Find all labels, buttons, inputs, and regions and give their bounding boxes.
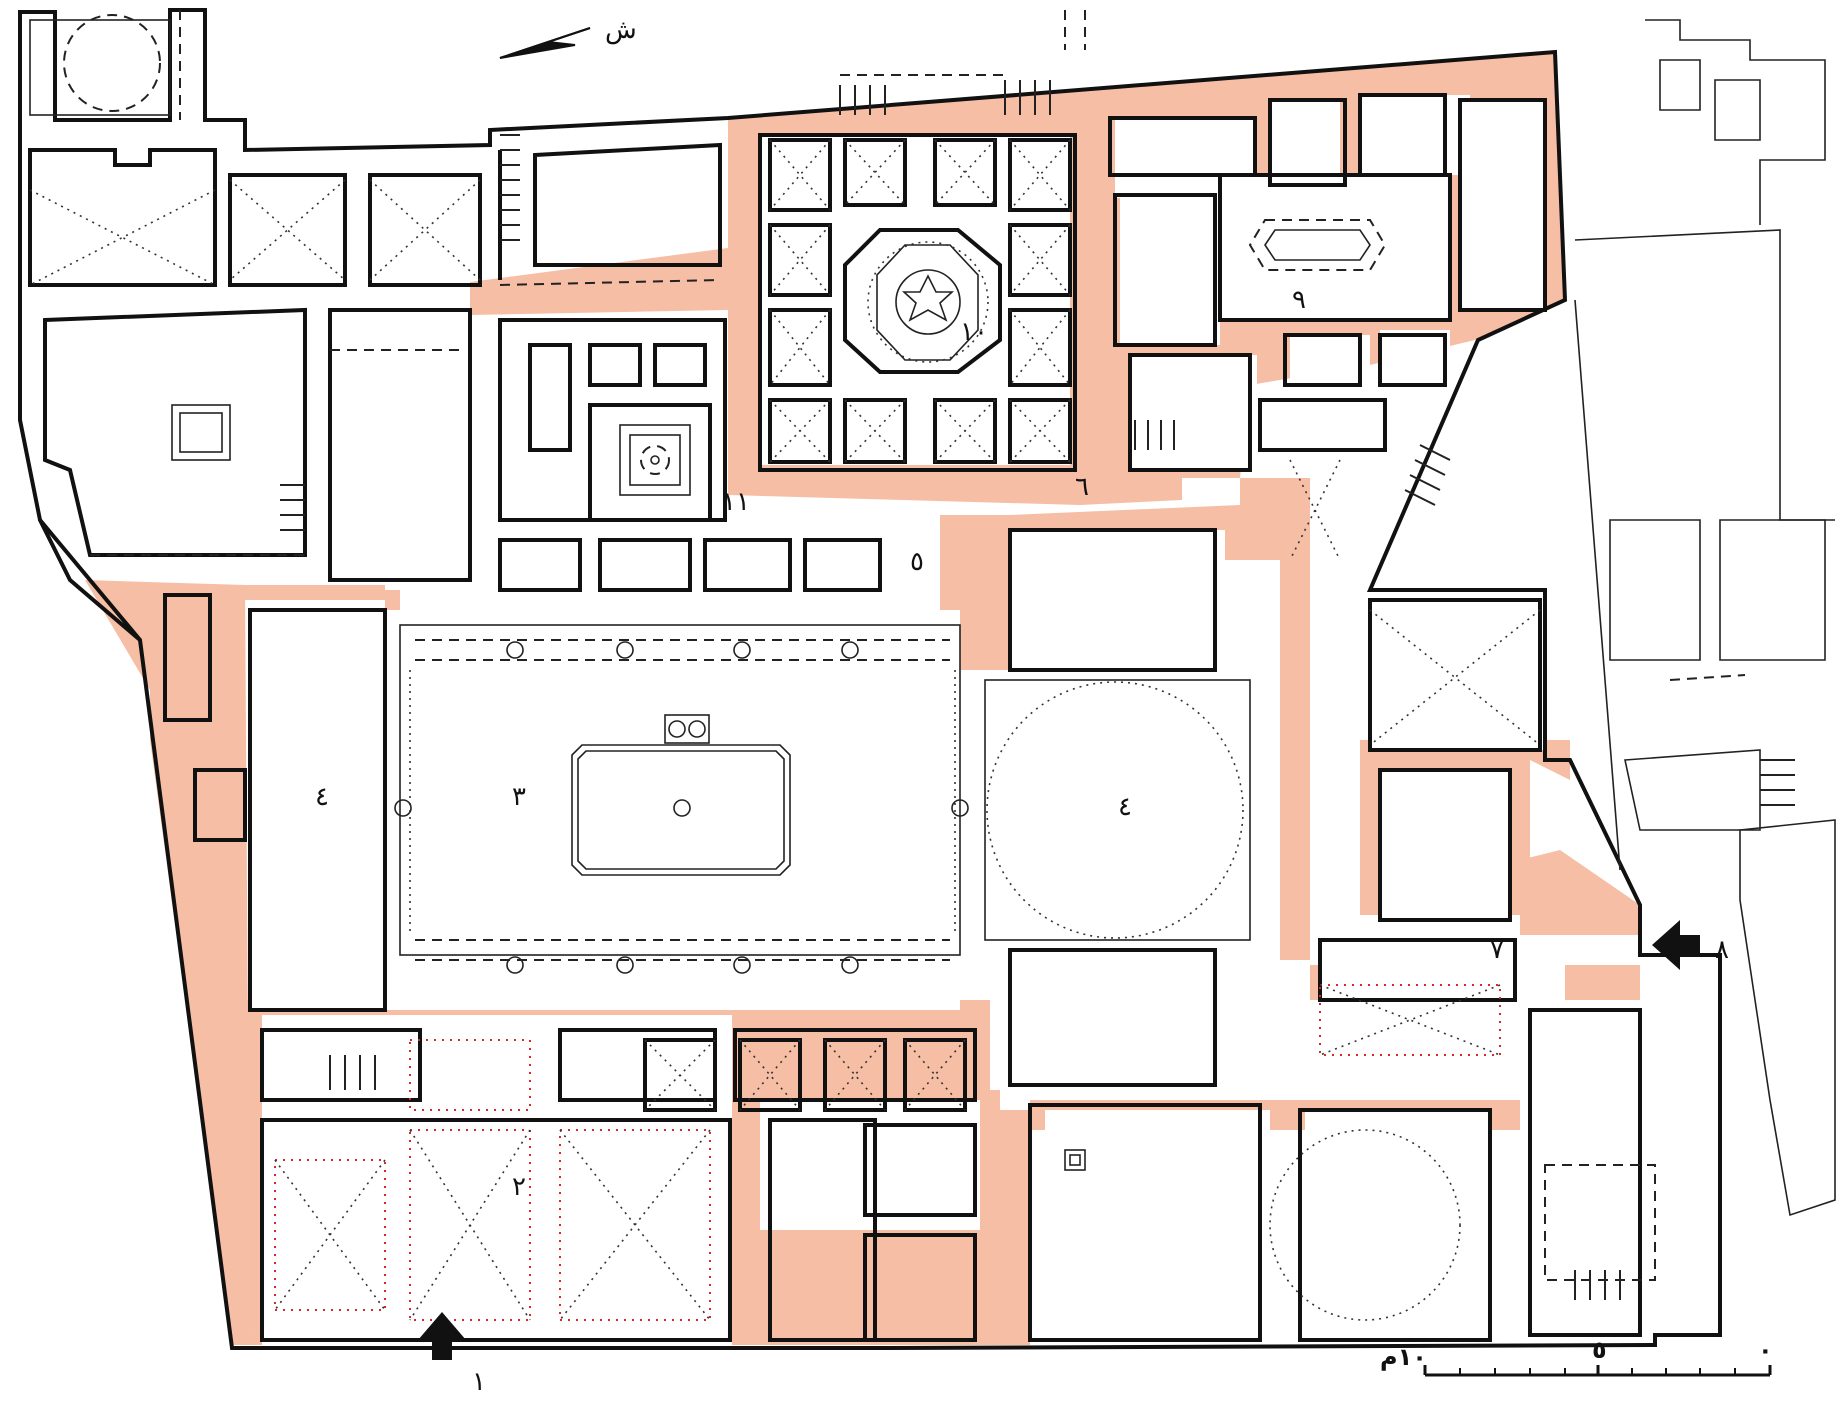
room-labels: ١ ٢ ٣ ٤ ٤ ٥ ٦ ٧ ٨ ٩ ١٠ ١١ xyxy=(315,285,1729,1397)
room11-fountain xyxy=(619,424,691,496)
inner-walls xyxy=(28,93,1642,1342)
stairs xyxy=(280,80,1795,1300)
label-entrance-east: ٨ xyxy=(1715,935,1729,965)
label-iwan-east: ٤ xyxy=(1118,792,1132,822)
scale-label-0: ٠ xyxy=(1758,1336,1773,1364)
label-room9: ٩ xyxy=(1292,285,1306,315)
east-iwan-dome xyxy=(984,679,1251,941)
entrance-east-arrow-icon xyxy=(1652,920,1700,970)
label-hall: ٢ xyxy=(512,1172,526,1202)
label-room11: ١١ xyxy=(722,487,750,517)
octagon-fountain xyxy=(867,241,989,363)
scale-label-10: ١٠م xyxy=(1380,1343,1427,1371)
label-corridor-east: ٧ xyxy=(1490,935,1504,965)
neighbour-buildings xyxy=(1574,19,1836,1217)
label-room10: ١٠ xyxy=(960,317,988,347)
label-courtyard: ٣ xyxy=(512,782,526,812)
room9-basin xyxy=(1248,219,1387,271)
northwest-dome xyxy=(29,14,171,116)
label-entrance: ١ xyxy=(472,1367,486,1397)
scale-bar xyxy=(1423,1365,1772,1377)
outer-walls xyxy=(18,8,1722,1350)
entrance-arrow-icon xyxy=(418,1312,466,1360)
label-corridor-north: ٦ xyxy=(1075,472,1089,502)
south-small-vaults xyxy=(643,1038,967,1112)
southeast-domes xyxy=(1064,1129,1656,1321)
courtyard xyxy=(394,624,969,974)
north-arrow-icon xyxy=(499,27,591,59)
cross-vaults xyxy=(29,139,1541,746)
south-hall-vaults xyxy=(274,984,1501,1321)
label-passage: ٥ xyxy=(910,547,924,577)
north-label: ش xyxy=(605,15,637,45)
label-iwan-west: ٤ xyxy=(315,782,329,812)
west-hall-fountain xyxy=(171,404,231,461)
dashed-lines xyxy=(90,10,1746,681)
room-interiors xyxy=(250,95,1640,1345)
scale-label-5: ٥ xyxy=(1592,1336,1607,1364)
